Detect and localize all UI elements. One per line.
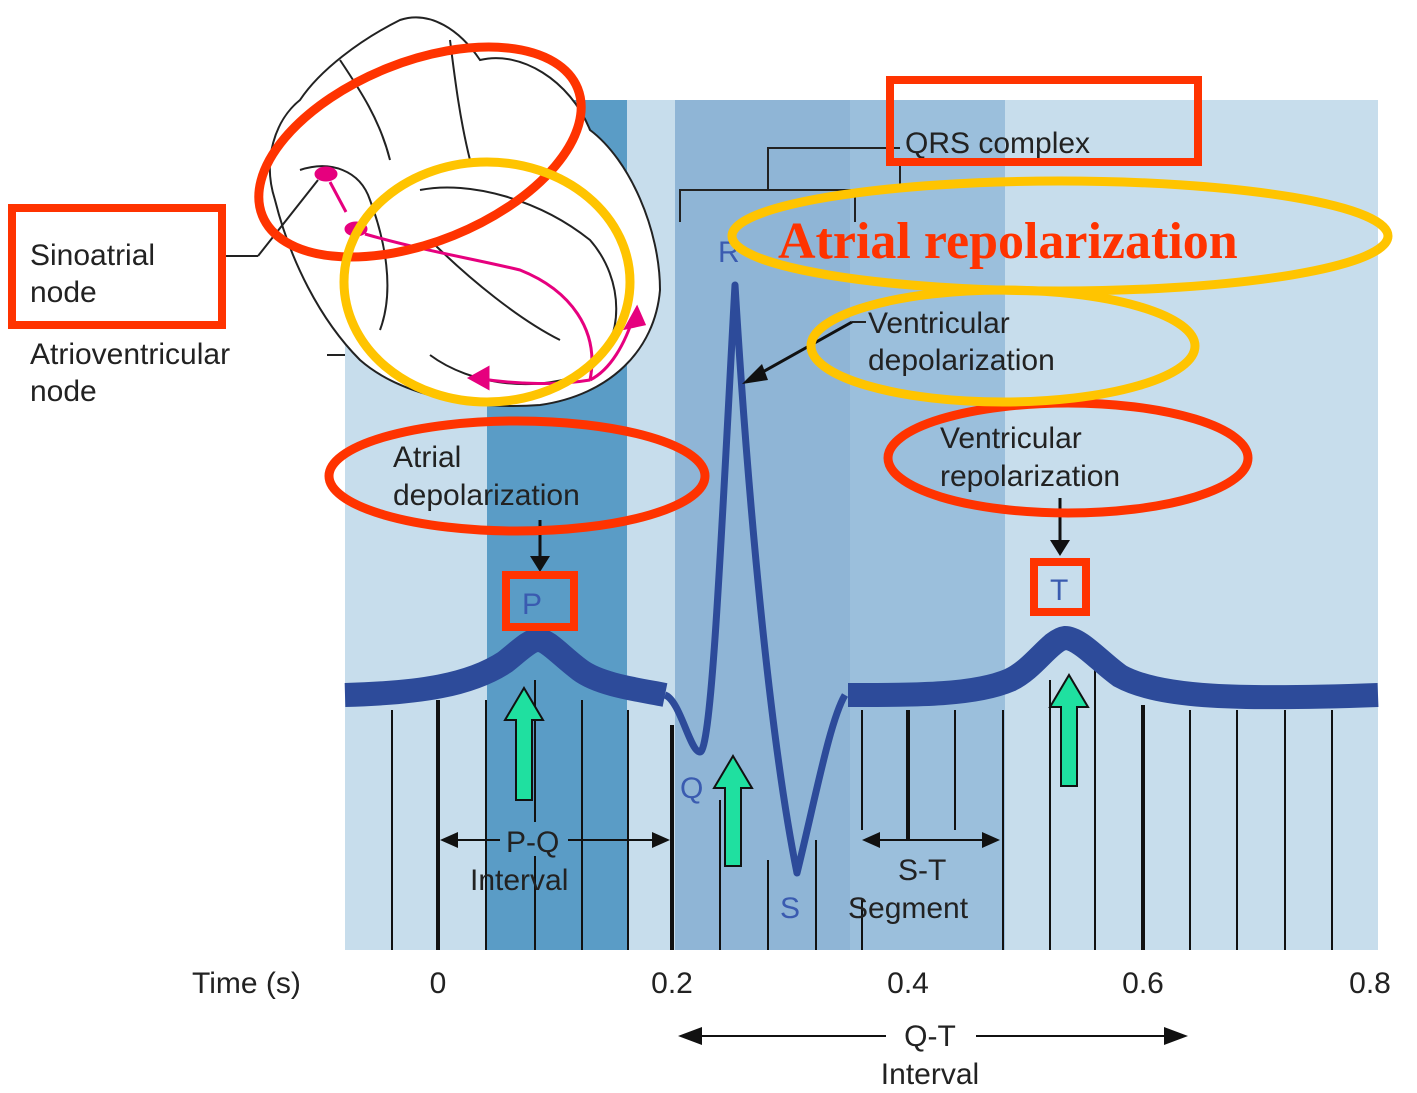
pq-interval-label-line1: P-Q [506, 826, 559, 859]
qt-interval-label-line1: Q-T [904, 1020, 956, 1053]
ecg-qrs-complex [663, 281, 849, 877]
av-node-label-line1: Atrioventricular [30, 338, 230, 371]
pq-interval-label-line2: Interval [470, 864, 568, 897]
ventricles-highlight-ellipse [339, 157, 635, 407]
qrs-complex-label: QRS complex [905, 127, 1090, 160]
qt-interval-arrowhead-left [678, 1027, 702, 1045]
ventricular-depolarization-arrow [751, 320, 853, 380]
green-up-arrow-p [503, 686, 545, 801]
atrial-depolarization-label-line1: Atrial [393, 441, 461, 474]
atrial-repolarization-label: Atrial repolarization [778, 213, 1238, 270]
ecg-baseline-right [847, 625, 1379, 710]
green-up-arrow-t [1048, 673, 1090, 787]
ventricular-repolarization-arrowhead [1050, 540, 1070, 556]
time-tick: 0.8 [1349, 967, 1391, 1000]
ventricular-depolarization-label-line1: Ventricular [868, 307, 1010, 340]
wave-t-label: T [1050, 574, 1068, 607]
st-segment-arrowhead-right [982, 832, 1000, 848]
ventricular-depolarization-highlight [806, 285, 1200, 407]
qt-interval-label-bg [886, 1020, 976, 1052]
grid-lines [391, 665, 1333, 950]
wave-p-highlight-box [502, 571, 578, 631]
atrial-depolarization-highlight [324, 416, 710, 536]
sa-node-dot [314, 166, 338, 182]
time-tick: 0.4 [887, 967, 929, 1000]
sa-node-label-line2: node [30, 276, 97, 309]
ventricular-repolarization-label-line1: Ventricular [940, 422, 1082, 455]
wave-s-label: S [780, 892, 800, 925]
wave-t-highlight-box [1030, 558, 1090, 616]
atria-highlight-ellipse [254, 42, 586, 262]
pathway-arrowhead-left [466, 365, 490, 391]
pathway-arrowhead-right [623, 304, 647, 331]
qt-interval-arrowhead-right [1164, 1027, 1188, 1045]
time-axis: Time (s) 0 0.2 0.4 0.6 0.8 Q-T Interval [192, 967, 1391, 1091]
ecg-baseline-left [344, 627, 668, 707]
time-tick: 0.6 [1122, 967, 1164, 1000]
pq-interval-arrowhead-right [652, 832, 670, 848]
wave-q-label: Q [680, 772, 703, 805]
heart-illustration [268, 16, 662, 407]
heart-outline [268, 16, 662, 407]
ventricular-depolarization-arrowhead [742, 364, 768, 384]
st-segment-arrowhead-left [862, 832, 880, 848]
ventricular-depolarization-label-line2: depolarization [868, 344, 1055, 377]
panel-qrs-core [675, 100, 850, 950]
st-segment-label-line1: S-T [898, 854, 946, 887]
sa-node-leader-diagonal [257, 179, 319, 257]
sa-node-label-line1: Sinoatrial [30, 239, 155, 272]
time-tick: 0 [430, 967, 447, 1000]
qrs-bracket [679, 147, 901, 222]
ventricular-repolarization-label-line2: repolarization [940, 460, 1120, 493]
qt-interval-label-line2: Interval [881, 1058, 979, 1088]
time-axis-label: Time (s) [192, 967, 301, 1000]
yellow-highlights [339, 157, 1393, 407]
time-tick: 0.2 [651, 967, 693, 1000]
pq-interval-arrowhead-left [440, 832, 458, 848]
atrial-depolarization-label-line2: depolarization [393, 479, 580, 512]
ecg-trace [344, 281, 1379, 877]
green-up-arrow-q [712, 754, 754, 867]
green-arrows [503, 673, 1090, 867]
pq-interval-label-bg [500, 822, 568, 856]
atrial-depolarization-arrowhead [530, 556, 550, 572]
av-node-label-line2: node [30, 375, 97, 408]
qrs-complex-highlight-box [886, 76, 1202, 166]
st-segment-label-line2: Segment [848, 892, 969, 925]
sa-node-highlight-box [8, 204, 226, 329]
red-highlights [8, 42, 1253, 631]
pathway-segment [328, 181, 348, 213]
left-labels: Sinoatrial node Atrioventricular node [30, 179, 345, 408]
wave-p-label: P [522, 588, 542, 621]
